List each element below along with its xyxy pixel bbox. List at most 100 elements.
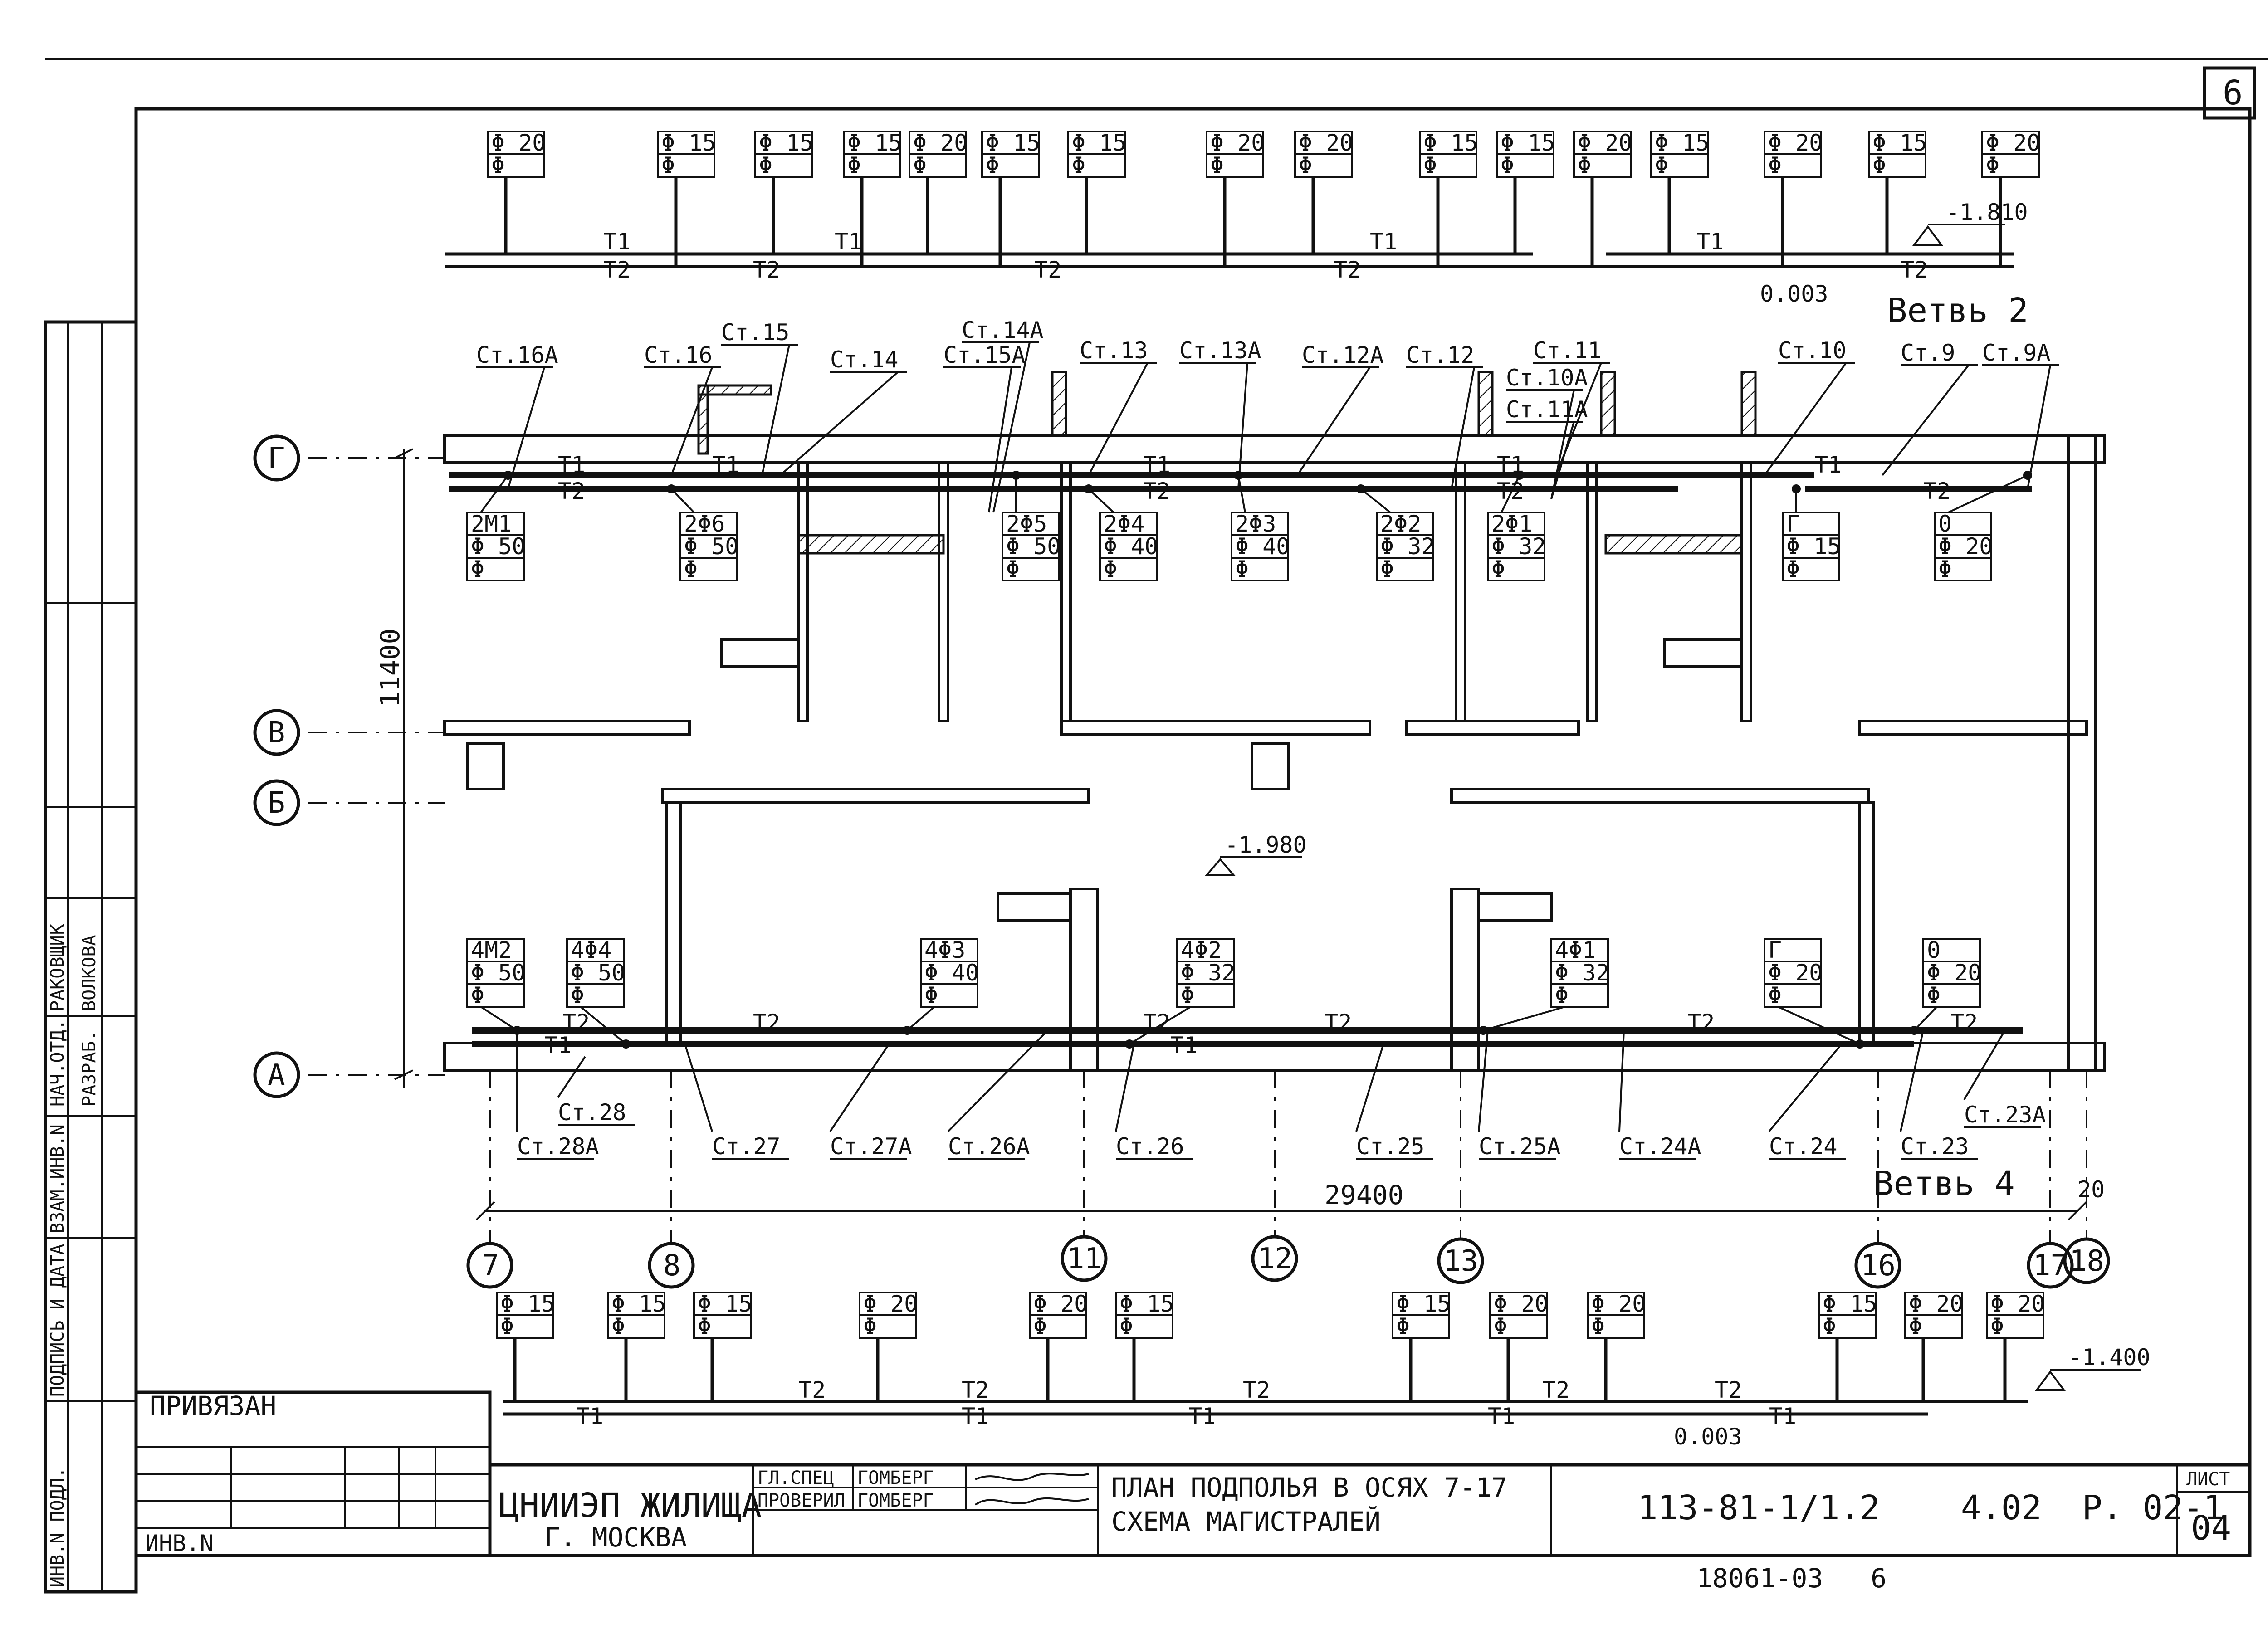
stamp-replace-inv: ВЗАМ.ИНВ.N: [47, 1124, 68, 1234]
unit-tag-bottom-1-unit: 4М2: [471, 937, 512, 963]
riser-top-4: Ст.14: [779, 346, 907, 476]
unit-tag-top-8-diameter: Φ 15: [1786, 533, 1841, 560]
plan-t2-top-5: T2: [1923, 478, 1950, 504]
svg-text:В: В: [268, 716, 285, 750]
top-scheme-tag-14-symbol: Φ: [1768, 152, 1782, 179]
unit-tag-top-2-symbol: Φ: [684, 556, 698, 582]
bottom-scheme-tag-1: Φ 15Φ: [496, 1291, 555, 1401]
stamp-inv-original: ИНВ.N ПОДЛ.: [47, 1467, 68, 1587]
unit-tag-top-5-diameter: Φ 40: [1235, 533, 1290, 560]
riser-top-label-9: Ст.12А: [1302, 342, 1384, 368]
top-scheme-tag-6-diameter: Φ 15: [986, 130, 1040, 156]
dim-horizontal: 29400: [1325, 1180, 1404, 1210]
plan-t1-top-2: T1: [712, 452, 739, 478]
branch-2-label: Ветвь 2: [1887, 291, 2028, 330]
top-scheme-tag-3: Φ 15Φ: [754, 130, 813, 254]
bottom-scheme-tag-11-symbol: Φ: [1909, 1313, 1922, 1340]
top-scheme-tag-16: Φ 20Φ: [1981, 130, 2040, 267]
unit-tag-top-6-unit: 2Φ2: [1380, 511, 1421, 537]
riser-top-13: Ст.11А: [1506, 396, 1588, 499]
plan-t2-bot-6: T2: [1950, 1010, 1978, 1036]
riser-top-5: Ст.14А: [962, 317, 1044, 513]
unit-tag-bottom-6-unit: Г: [1768, 937, 1782, 963]
bottom-scheme-tag-6-symbol: Φ: [1119, 1313, 1133, 1340]
riser-bottom-label-6: Ст.26: [1116, 1133, 1184, 1160]
plan-t1-top-1: T1: [558, 452, 585, 478]
branch-4-label: Ветвь 4: [1873, 1164, 2015, 1203]
bottom-scheme-tag-3-diameter: Φ 15: [698, 1291, 752, 1317]
riser-top-label-5: Ст.14А: [962, 317, 1044, 343]
unit-tag-top-4-unit: 2Φ4: [1104, 511, 1144, 537]
bottom-scheme-tag-4-diameter: Φ 20: [863, 1291, 918, 1317]
riser-top-10: Ст.12: [1406, 342, 1483, 489]
unit-tag-bottom-6-diameter: Φ 20: [1768, 960, 1823, 986]
top-scheme-tag-2: Φ 15Φ: [657, 130, 716, 267]
tb-name-1: ГОМБЕРГ: [857, 1468, 934, 1488]
riser-top-2: Ст.16: [644, 342, 721, 476]
riser-bottom-label-3: Ст.27: [712, 1133, 781, 1160]
top-scheme-tag-10-symbol: Φ: [1423, 152, 1437, 179]
plan-t1-bot-1: T1: [544, 1032, 572, 1058]
bottom-scheme-tag-6: Φ 15Φ: [1115, 1291, 1174, 1401]
bottom-scheme-tag-4: Φ 20Φ: [859, 1291, 918, 1401]
unit-tag-top-9-symbol: Φ: [1938, 556, 1952, 582]
tb-role-2: ПРОВЕРИЛ: [758, 1490, 845, 1511]
top-level-mark: -1.810: [1946, 199, 2028, 225]
unit-tag-bottom-5-symbol: Φ: [1555, 982, 1569, 1009]
riser-bottom-2: Ст.28А: [516, 1030, 599, 1160]
stamp-head-label: НАЧ.ОТД.: [47, 1019, 68, 1107]
top-scheme-tag-11: Φ 15Φ: [1496, 130, 1555, 254]
bottom-scheme-tag-1-symbol: Φ: [500, 1313, 514, 1340]
riser-bottom-7: Ст.25: [1355, 1044, 1433, 1160]
title-block: ПРИВЯЗАН ИНВ.N ЦНИИЭП ЖИЛИЩА Г. МОСКВА Г…: [134, 1390, 2252, 1594]
axis-bubble-col-16: 16: [1854, 1070, 1901, 1289]
unit-tag-bottom-7-diameter: Φ 20: [1927, 960, 1981, 986]
axis-col-label-17: 17: [2033, 1249, 2068, 1283]
riser-top-7: Ст.13: [1080, 337, 1157, 476]
unit-tag-top-1-diameter: Φ 50: [471, 533, 525, 560]
bottom-scheme-tag-2: Φ 15Φ: [607, 1291, 666, 1401]
unit-tag-top-9-diameter: Φ 20: [1938, 533, 1993, 560]
axis-bubble-col-7: 7: [466, 1070, 513, 1289]
bottom-scheme-tag-2-diameter: Φ 15: [611, 1291, 666, 1317]
riser-top-label-14: Ст.10: [1778, 337, 1847, 364]
unit-tag-bottom-2-unit: 4Φ4: [571, 937, 611, 963]
riser-top-label-4: Ст.14: [830, 346, 899, 373]
tb-code: 113-81-1/1.2 4.02 Р. 02-1: [1637, 1488, 2224, 1527]
unit-tag-bottom-4-symbol: Φ: [1181, 982, 1194, 1009]
svg-text:Б: Б: [268, 786, 285, 820]
unit-tag-top-4-symbol: Φ: [1104, 556, 1117, 582]
riser-bottom-label-8: Ст.25А: [1479, 1133, 1561, 1160]
plan-t2-bot-4: T2: [1325, 1010, 1352, 1036]
riser-top-label-11: Ст.11: [1533, 337, 1602, 364]
riser-top-6: Ст.15А: [943, 342, 1026, 513]
top-scheme-tag-11-diameter: Φ 15: [1501, 130, 1555, 156]
riser-top-label-8: Ст.13А: [1179, 337, 1261, 364]
bottom-scheme-tag-11-diameter: Φ 20: [1909, 1291, 1963, 1317]
bottom-scheme-tag-6-diameter: Φ 15: [1119, 1291, 1174, 1317]
plan-t2-top-4: T2: [1497, 478, 1524, 504]
tb-footer: 18061-03 6: [1696, 1563, 1887, 1594]
riser-top-14: Ст.10: [1764, 337, 1855, 476]
unit-tag-bottom-2-symbol: Φ: [571, 982, 584, 1009]
bottom-scheme-tag-2-symbol: Φ: [611, 1313, 625, 1340]
svg-text:Г: Г: [268, 442, 285, 475]
bot-t2-label-5: T2: [1715, 1377, 1742, 1403]
top-t2-label-5: T2: [1901, 257, 1928, 283]
tb-role-1: ГЛ.СПЕЦ: [758, 1468, 834, 1488]
bot-t1-label-5: T1: [1769, 1403, 1796, 1429]
bot-t1-label-1: T1: [576, 1403, 603, 1429]
riser-top-16: Ст.9А: [1982, 340, 2059, 489]
bottom-level-mark: -1.400: [2068, 1344, 2151, 1371]
bottom-scheme-tag-9: Φ 20Φ: [1587, 1291, 1646, 1401]
top-scheme-tag-8: Φ 20Φ: [1206, 130, 1265, 267]
riser-top-label-1: Ст.16А: [476, 342, 558, 368]
top-scheme-tag-3-symbol: Φ: [759, 152, 772, 179]
riser-bottom-label-9: Ст.24А: [1619, 1133, 1701, 1160]
top-scheme-tag-2-diameter: Φ 15: [661, 130, 716, 156]
